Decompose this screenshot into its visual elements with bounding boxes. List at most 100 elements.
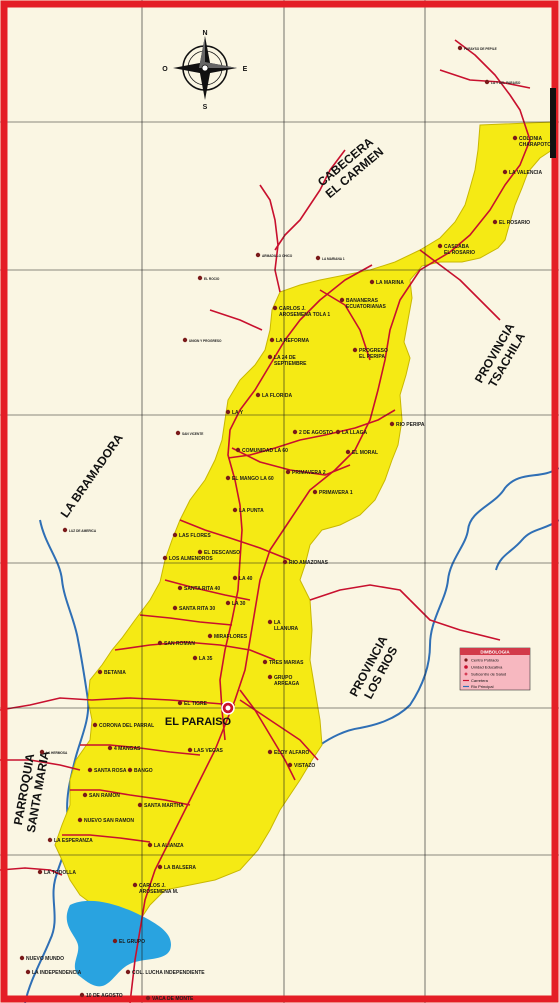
- place-label: LA ALIANZA: [154, 843, 184, 849]
- road-7: [179, 519, 291, 561]
- legend: DIMBOLOGIA Centro Poblado Unidad Educati…: [459, 647, 531, 691]
- road-12: [80, 744, 201, 756]
- place-marker-icon: [82, 792, 88, 798]
- place-marker-icon: [192, 655, 198, 661]
- place-miraflores: MIRAFLORES: [207, 633, 248, 640]
- place-marker-icon: [267, 674, 273, 680]
- road-18: [0, 759, 81, 771]
- place-rioamazonas: RIO AMAZONAS: [282, 559, 329, 566]
- outside-place-label: UNION Y PROGRESO: [189, 339, 222, 343]
- place-flores: LAS FLORES: [172, 532, 211, 539]
- legend-title: DIMBOLOGIA: [480, 649, 510, 654]
- place-marker-icon: [37, 869, 43, 875]
- compass-east: E: [243, 66, 248, 73]
- place-almendros: LOS ALMENDROS: [162, 555, 213, 562]
- road-4: [274, 149, 346, 251]
- river-west: [24, 519, 90, 1003]
- svg-text:Unidad Educativa: Unidad Educativa: [471, 664, 503, 669]
- place-marker-icon: [92, 722, 98, 728]
- place-eloy: ELOY ALFARO: [267, 749, 309, 756]
- place-santamartha: SANTA MARTHA: [137, 802, 184, 809]
- place-label: COMUNIDAD LA 60: [242, 448, 288, 454]
- legend-title-bar: [460, 648, 530, 655]
- place-label: LLANURA: [274, 626, 299, 632]
- river-east: [319, 467, 559, 746]
- place-label: COLONIA: [519, 136, 542, 142]
- road-10: [114, 641, 276, 661]
- place-descanso: EL DESCANSO: [197, 549, 240, 556]
- svg-text:Carretera: Carretera: [471, 678, 489, 683]
- place-marker-icon: [267, 354, 273, 360]
- place-label: SANTA ROSA: [94, 768, 127, 774]
- place-marker-icon: [457, 45, 463, 51]
- road-21: [454, 39, 531, 141]
- road-24: [309, 584, 411, 601]
- place-marker-icon: [339, 297, 345, 303]
- outside-place-label: EL ROCIO: [204, 277, 220, 281]
- place-label: EL MANGO LA 60: [232, 476, 274, 482]
- place-agosto10: 10 DE AGOSTO: [79, 992, 123, 999]
- place-label: CHARAPOTO: [519, 142, 551, 148]
- place-marker-icon: [285, 469, 291, 475]
- place-label: LA LLAGA: [342, 430, 367, 436]
- place-marker-icon: [389, 421, 395, 427]
- outside-place-parayso: PARAYSO DE PEPILE: [457, 45, 497, 51]
- place-marker-icon: [175, 430, 181, 436]
- legend-item-centro: Centro Poblado: [464, 657, 500, 662]
- place-marker-icon: [147, 842, 153, 848]
- place-label: PRIMAVERA 1: [319, 490, 353, 496]
- place-valencia: LA VALENCIA: [502, 169, 542, 176]
- place-label: EL ROSARIO: [444, 250, 475, 256]
- svg-text:Rio Principal: Rio Principal: [471, 684, 494, 689]
- place-marker-icon: [79, 992, 85, 998]
- place-label: EL DESCANSO: [204, 550, 240, 556]
- place-label: PROGRESO: [359, 348, 388, 354]
- place-label: AROSEMENA TOLA 1: [279, 312, 330, 318]
- place-marker-icon: [235, 447, 241, 453]
- outside-place-label: LA MARIANA 1: [322, 257, 345, 261]
- place-marker-icon: [437, 243, 443, 249]
- place-marker-icon: [39, 749, 45, 755]
- place-tresmarias: TRES MARIAS: [262, 659, 304, 666]
- place-sanramon: SAN RAMON: [82, 792, 120, 799]
- outside-place-label: ARMADILLO CHICO: [262, 254, 293, 258]
- place-tigre: EL TIGRE: [177, 700, 208, 707]
- road-16: [239, 689, 296, 781]
- place-vegas: LAS VEGAS: [187, 747, 224, 754]
- place-marker-icon: [225, 600, 231, 606]
- place-label: VISTAZO: [294, 763, 315, 769]
- place-marker-icon: [182, 337, 188, 343]
- outside-place-label: LUZ DE AMERICA: [69, 529, 97, 533]
- place-marker-icon: [177, 700, 183, 706]
- place-alianza: LA ALIANZA: [147, 842, 184, 849]
- place-label: LA 24 DE: [274, 355, 296, 361]
- place-marker-icon: [145, 995, 151, 1001]
- place-label: VACA DE MONTE: [152, 996, 194, 1002]
- place-label: ARREAGA: [274, 681, 300, 687]
- road-22: [439, 69, 531, 89]
- place-vistazo: VISTAZO: [287, 762, 315, 769]
- place-prim2: PRIMAVERA 2: [285, 469, 326, 476]
- road-2: [219, 264, 373, 741]
- place-marker-icon: [77, 817, 83, 823]
- place-marker-icon: [492, 219, 498, 225]
- place-marker-icon: [197, 549, 203, 555]
- place-marker-icon: [107, 745, 113, 751]
- place-vacamonte: VACA DE MONTE: [145, 995, 194, 1002]
- place-balsera: LA BALSERA: [157, 864, 196, 871]
- legend-item-subcentro: Subcentro de Salud: [464, 671, 506, 676]
- place-marker-icon: [112, 938, 118, 944]
- place-label: LA 40: [239, 576, 253, 582]
- place-marker-icon: [292, 429, 298, 435]
- region-santa-maria: PARROQUIA SANTA MARIA: [11, 749, 52, 833]
- svg-text:Centro Poblado: Centro Poblado: [471, 657, 500, 662]
- place-marker-icon: [19, 955, 25, 961]
- place-marker-icon: [255, 392, 261, 398]
- place-bango: BANGO: [127, 767, 153, 774]
- place-moral: EL MORAL: [345, 449, 378, 456]
